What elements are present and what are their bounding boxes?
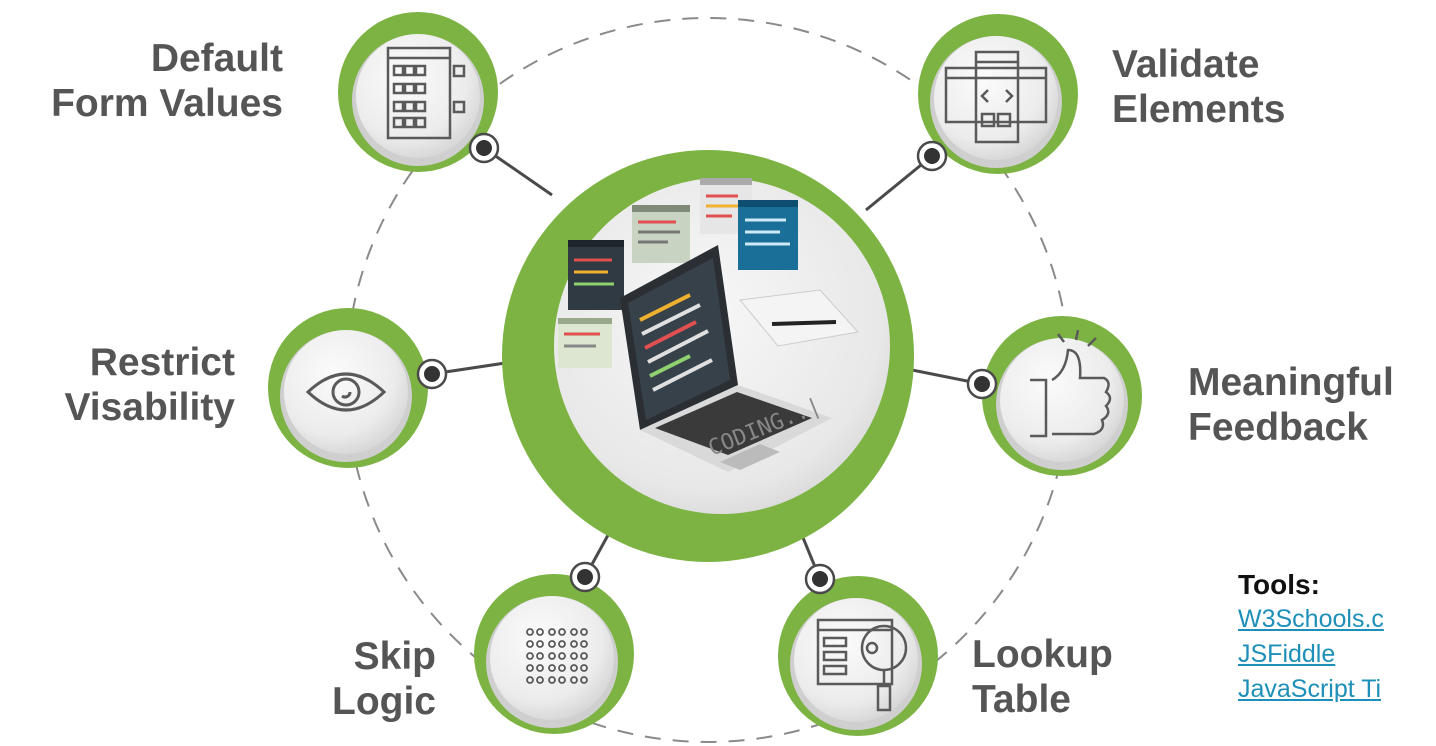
browser-window-code-icon bbox=[944, 50, 1048, 144]
label-line: Visability bbox=[64, 386, 235, 429]
central-hub: CODING..| bbox=[502, 150, 914, 562]
label-default-form-values: Default Form Values bbox=[51, 36, 283, 126]
label-line: Default bbox=[150, 37, 283, 80]
node-meaningful-feedback bbox=[966, 316, 1142, 476]
label-validate-elements: Validate Elements bbox=[1112, 42, 1285, 132]
label-meaningful-feedback: Meaningful Feedback bbox=[1188, 360, 1394, 450]
node-skip-logic bbox=[474, 561, 634, 734]
code-window-icons bbox=[558, 178, 798, 368]
node-lookup-table bbox=[778, 563, 938, 736]
laptop-illustration bbox=[620, 245, 859, 472]
label-line: Skip bbox=[353, 635, 436, 678]
label-lookup-table: Lookup Table bbox=[972, 632, 1113, 722]
thumbs-up-icon bbox=[1030, 329, 1112, 438]
node-validate-elements bbox=[916, 14, 1078, 174]
label-line: Validate bbox=[1112, 43, 1260, 86]
label-line: Meaningful bbox=[1188, 361, 1394, 404]
form-grid-icon bbox=[386, 46, 466, 140]
label-line: Lookup bbox=[972, 633, 1113, 676]
label-line: Feedback bbox=[1188, 406, 1368, 449]
tool-link-javascript[interactable]: JavaScript Ti bbox=[1238, 675, 1382, 703]
magnifier-table-icon bbox=[816, 618, 908, 712]
node-default-form-values bbox=[338, 12, 500, 172]
eye-icon bbox=[305, 372, 387, 412]
label-line: Form Values bbox=[51, 82, 283, 125]
tool-link-jsfiddle[interactable]: JSFiddle bbox=[1238, 640, 1336, 668]
label-skip-logic: Skip Logic bbox=[332, 634, 436, 724]
label-line: Restrict bbox=[89, 341, 235, 384]
tools-panel: Tools: W3Schools.c JSFiddle JavaScript T… bbox=[1238, 568, 1436, 707]
label-line: Logic bbox=[332, 680, 436, 723]
label-restrict-visability: Restrict Visability bbox=[64, 340, 235, 430]
node-restrict-visability bbox=[268, 308, 448, 468]
label-line: Table bbox=[972, 678, 1071, 721]
tools-heading: Tools: bbox=[1238, 569, 1320, 600]
dot-matrix-icon bbox=[526, 628, 588, 684]
label-line: Elements bbox=[1112, 88, 1286, 131]
tool-link-w3schools[interactable]: W3Schools.c bbox=[1238, 605, 1384, 633]
